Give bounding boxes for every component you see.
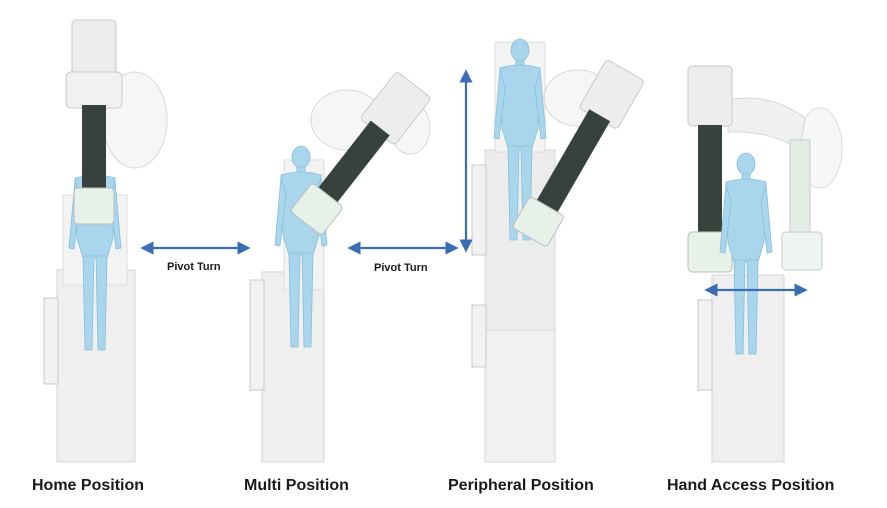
pivot-turn-label-2: Pivot Turn [374, 262, 428, 274]
multi-position-illustration [249, 72, 431, 463]
hand-access-position-illustration [687, 65, 843, 463]
detector-head [512, 197, 564, 247]
caption-peripheral-position: Peripheral Position [448, 477, 594, 494]
control-panel [697, 299, 713, 391]
pivot-turn-label-1: Pivot Turn [167, 261, 221, 273]
detector-head-secondary [781, 231, 823, 271]
detector-column [82, 105, 106, 195]
peripheral-position-illustration [471, 38, 644, 463]
detector-column [315, 120, 390, 207]
control-panel [249, 279, 265, 391]
caption-multi-position: Multi Position [244, 477, 349, 494]
detector-column-secondary [789, 139, 811, 236]
patient-table-extension [484, 324, 556, 463]
home-position-illustration [43, 19, 168, 463]
detector-column [698, 125, 722, 235]
patient-table [56, 269, 136, 463]
c-arm-joint [65, 71, 123, 109]
control-panel-lower [471, 304, 487, 368]
caption-home-position: Home Position [32, 477, 145, 494]
caption-hand-access-position: Hand Access Position [667, 477, 835, 494]
detector-head [291, 183, 343, 235]
c-arm-link [727, 97, 806, 151]
detector-head [73, 187, 115, 225]
detector-column [534, 109, 611, 217]
control-panel [471, 164, 487, 256]
control-panel [43, 297, 59, 385]
c-arm-column [687, 65, 733, 127]
